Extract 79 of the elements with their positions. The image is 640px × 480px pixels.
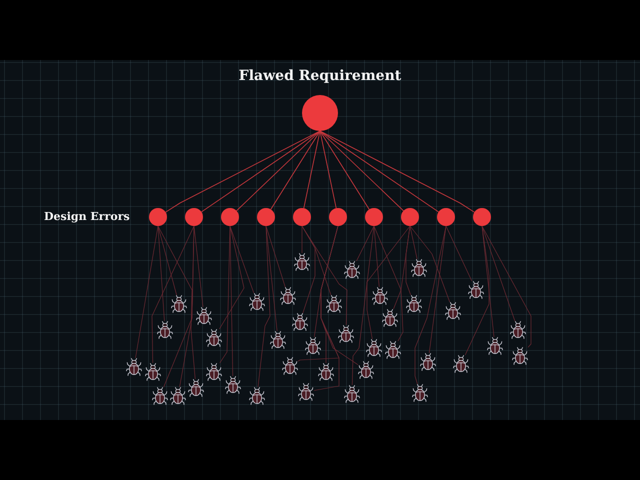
bug-icon [344,385,360,403]
bug-icon [298,383,314,401]
bug-icon [406,295,422,313]
connector-line [266,226,286,288]
bug-icon [280,287,296,305]
bug-icon [411,259,427,277]
bug-icon [453,355,469,373]
node-heading: Flawed Requirement [238,67,402,85]
connector-line [320,130,404,212]
bug-icon [468,281,484,299]
bug-icon [206,329,222,347]
connector-line [302,226,348,326]
connector-line [165,130,320,213]
connector-line [398,226,410,342]
bug-icon [282,357,298,375]
bug-icon [157,321,173,339]
connector-line [158,226,196,380]
connector-line [320,130,475,213]
connector-line [320,130,370,210]
bug-icon [126,358,142,376]
connector-line [356,226,374,262]
bug-icon [512,347,528,365]
bug-icon [445,302,461,320]
bug-icon [270,331,286,349]
bug-icon [249,293,265,311]
connector-line [366,226,410,340]
bug-icon [152,387,168,405]
connector-line [302,226,316,314]
connector-line [236,130,320,212]
connector-line [410,226,450,302]
bug-icon [225,376,241,394]
bug-icon [366,339,382,357]
bug-icon [487,337,503,355]
bug-icon [372,287,388,305]
connector-line [410,226,418,260]
bug-icon [294,253,310,271]
bug-icon [206,363,222,381]
bug-icon [305,337,321,355]
bug-icon [170,387,186,405]
bug-icon [344,261,360,279]
connector-line [446,226,472,282]
bug-icon [510,321,526,339]
bug-icon [326,295,342,313]
bug-icon [358,361,374,379]
connector-line [320,226,358,365]
bug-icon [188,379,204,397]
bug-icon [171,295,187,313]
bug-icon [385,341,401,359]
row-label: Design Errors [44,210,130,224]
connector-line [320,130,439,212]
connector-line [352,226,374,386]
connector-line [152,226,194,364]
connector-line [201,130,320,212]
connector-line [158,226,177,296]
connector-line [482,226,494,338]
connector-line [414,226,446,384]
connector-line [464,226,490,356]
connector-line [482,226,516,322]
bug-icon [292,313,308,331]
bug-icon [382,309,398,327]
bug-icon [420,353,436,371]
bug-icon [318,363,334,381]
connector-line [374,226,402,310]
connector-line [230,226,254,294]
connector-line [374,226,380,288]
bug-icon [196,307,212,325]
connector-line [135,226,158,358]
connector-line [270,130,320,210]
connector-line [158,226,165,322]
connector-line [482,226,532,348]
bug-icon [412,384,428,402]
bug-icon [145,363,161,381]
bug-icon [249,387,265,405]
connector-line [179,226,194,388]
bug-icon [338,325,354,343]
connector-line [303,130,320,209]
connector-line [230,226,234,376]
connector-line [320,130,337,209]
connector-line [258,226,270,388]
